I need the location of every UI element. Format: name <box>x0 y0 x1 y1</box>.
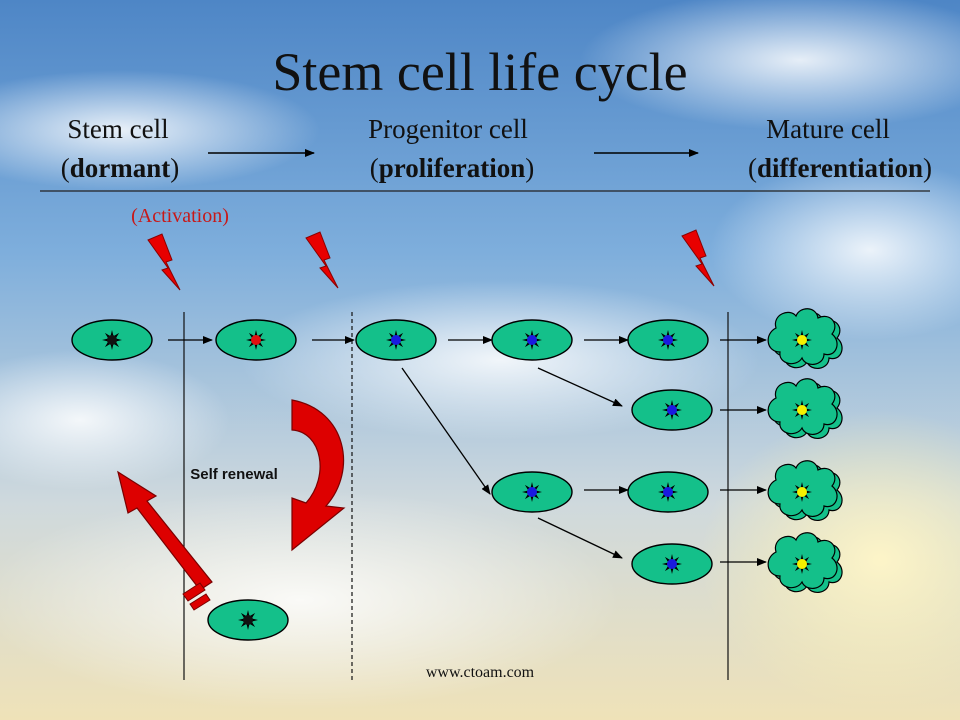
cells-layer <box>71 308 843 641</box>
page-title: Stem cell life cycle <box>272 42 687 102</box>
star-nucleus-icon <box>102 330 122 350</box>
stage-progenitor-state-line: (proliferation) <box>370 153 534 183</box>
stage-mature: Mature cell (differentiation) <box>748 114 932 183</box>
return-arrow-icon <box>117 470 213 611</box>
star-nucleus-icon <box>658 482 678 502</box>
curved-arrow-icon <box>291 399 346 552</box>
progenitor-cell <box>631 543 713 585</box>
star-nucleus-icon <box>792 400 812 420</box>
self-renewal-label: Self renewal <box>190 466 278 483</box>
stem-cell-activated <box>215 319 297 361</box>
progenitor-cell <box>491 319 573 361</box>
star-nucleus-icon <box>662 400 682 420</box>
star-nucleus-icon <box>792 482 812 502</box>
star-nucleus-icon <box>246 330 266 350</box>
stem-cell-dormant <box>71 319 153 361</box>
cloud-cell-icon <box>767 532 843 594</box>
stage-stem-name: Stem cell <box>67 114 168 144</box>
progenitor-cell <box>355 319 437 361</box>
star-nucleus-icon <box>792 330 812 350</box>
activation-label: (Activation) <box>131 205 229 227</box>
progenitor-cell <box>627 319 709 361</box>
footer-url: www.ctoam.com <box>426 664 535 681</box>
stage-mature-state: differentiation <box>757 153 923 183</box>
stage-progenitor-name: Progenitor cell <box>368 114 528 144</box>
flow-arrows <box>168 336 767 566</box>
stage-stem-state-line: (dormant) <box>61 153 180 183</box>
stem-cell-renewed <box>207 599 289 641</box>
star-nucleus-icon <box>658 330 678 350</box>
progenitor-cell <box>631 389 713 431</box>
cloud-cell-icon <box>767 308 843 370</box>
stage-mature-state-line: (differentiation) <box>748 153 932 183</box>
progenitor-cell <box>627 471 709 513</box>
stage-progenitor: Progenitor cell (proliferation) <box>368 114 534 183</box>
star-nucleus-icon <box>662 554 682 574</box>
star-nucleus-icon <box>386 330 406 350</box>
cloud-cell-icon <box>767 378 843 440</box>
stage-stem-state: dormant <box>70 153 171 183</box>
stage-progenitor-state: proliferation <box>379 153 525 183</box>
star-nucleus-icon <box>522 482 542 502</box>
star-nucleus-icon <box>238 610 258 630</box>
star-nucleus-icon <box>792 554 812 574</box>
progenitor-cell <box>491 471 573 513</box>
cloud-cell-icon <box>767 460 843 522</box>
stage-stem: Stem cell (dormant) <box>61 114 180 183</box>
stage-mature-name: Mature cell <box>766 114 890 144</box>
star-nucleus-icon <box>522 330 542 350</box>
